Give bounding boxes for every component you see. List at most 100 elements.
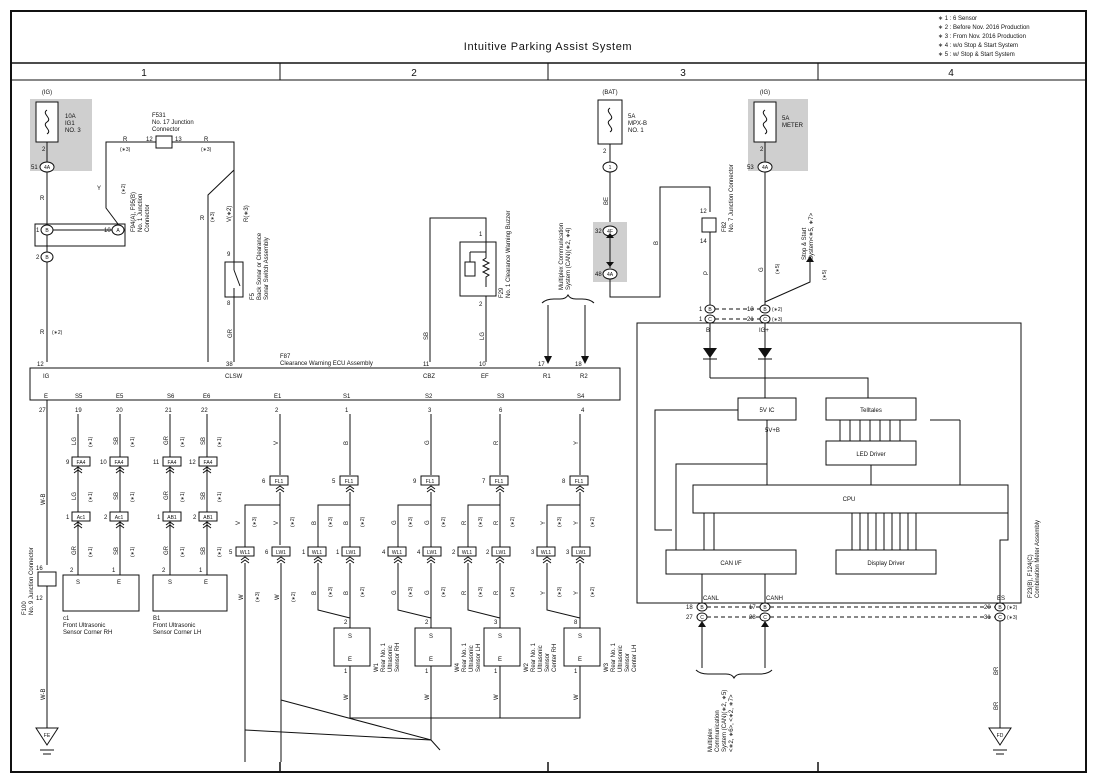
svg-text:12: 12 [146,137,153,143]
svg-text:E: E [578,657,582,663]
svg-text:2: 2 [425,620,429,626]
svg-text:(∗2): (∗2) [590,516,596,527]
svg-text:32: 32 [595,229,602,235]
svg-text:Center RH: Center RH [552,644,558,672]
svg-text:(∗3): (∗3) [557,516,563,527]
svg-text:3: 3 [428,408,432,414]
svg-text:53: 53 [747,165,754,171]
svg-text:BE: BE [604,197,610,205]
sensor-w1: S E 2 1 W1 Rear No. 1 Ultrasonic Sensor … [333,620,401,675]
svg-text:10: 10 [479,362,486,368]
svg-text:AB1: AB1 [203,515,213,521]
svg-text:E: E [44,394,48,400]
svg-text:R: R [123,137,128,143]
svg-text:4: 4 [382,550,386,556]
svg-text:V(∗2): V(∗2) [227,206,233,222]
svg-text:Display Driver: Display Driver [867,561,904,567]
svg-text:(∗2): (∗2) [291,591,297,602]
svg-text:(∗3): (∗3) [120,147,131,153]
svg-text:WL1: WL1 [541,550,552,556]
svg-text:F29: F29 [499,287,505,298]
svg-text:1: 1 [336,550,340,556]
svg-text:G: G [425,520,431,525]
svg-text:(∗1): (∗1) [180,546,186,557]
svg-text:GR: GR [164,490,170,500]
sensor-w4: S E 2 1 W4 Rear No. 1 Ultrasonic Sensor … [414,620,482,675]
svg-text:FA4: FA4 [77,460,86,466]
svg-text:3: 3 [566,550,570,556]
svg-text:W3: W3 [604,662,610,672]
svg-text:12: 12 [700,209,707,215]
svg-text:51: 51 [31,165,38,171]
svg-text:S: S [348,634,352,640]
svg-text:B: B [344,591,350,595]
svg-text:4: 4 [417,550,421,556]
svg-text:F87: F87 [280,354,291,360]
note-5: ∗ 5 : w/ Stop & Start System [938,52,1015,58]
svg-text:(∗3): (∗3) [408,586,414,597]
svg-text:Center LH: Center LH [632,645,638,672]
svg-text:LW1: LW1 [576,550,586,556]
svg-text:5: 5 [229,550,233,556]
svg-text:(IG): (IG) [42,90,52,96]
sensor-b1: S E B1 Front Ultrasonic Sensor Corner LH [152,574,228,636]
front-corner-lh-wiring: GR (∗1) SB (∗1) FA4 11 FA4 12 GR (∗1) SB… [153,414,223,575]
svg-text:B: B [708,307,712,313]
svg-text:Ac1: Ac1 [77,515,86,521]
svg-text:Sonar Switch Assembly: Sonar Switch Assembly [264,237,270,300]
svg-text:R: R [494,590,500,595]
svg-text:18: 18 [686,605,693,611]
svg-text:Y: Y [574,521,580,525]
svg-text:V: V [236,521,242,525]
svg-text:ES: ES [997,596,1005,602]
svg-text:(∗3): (∗3) [255,591,261,602]
svg-text:Y: Y [574,441,580,445]
svg-text:Rear No. 1: Rear No. 1 [462,642,468,672]
svg-text:NO. 3: NO. 3 [65,128,81,134]
svg-text:(∗3): (∗3) [328,586,334,597]
ground-fd: FD [988,727,1012,755]
svg-text:4F: 4F [607,229,613,235]
svg-text:B: B [312,521,318,525]
svg-text:F531: F531 [152,113,166,119]
svg-text:GR: GR [228,328,234,338]
svg-text:<∗2, ∗6>, <∗2, ∗7>: <∗2, ∗6>, <∗2, ∗7> [729,694,735,752]
svg-text:IG+: IG+ [759,328,769,334]
svg-text:No. 1 Clearance Warning Buzzer: No. 1 Clearance Warning Buzzer [506,211,512,298]
svg-text:5A: 5A [628,114,635,120]
svg-text:IG: IG [43,374,50,380]
svg-text:LG: LG [72,437,78,445]
svg-text:Y: Y [574,591,580,595]
svg-text:LW1: LW1 [346,550,356,556]
svg-text:R: R [494,440,500,445]
svg-text:8: 8 [574,620,578,626]
svg-text:3: 3 [494,620,498,626]
svg-text:2: 2 [104,515,108,521]
svg-text:(BAT): (BAT) [602,90,617,96]
svg-text:C: C [700,615,704,621]
svg-text:G: G [425,440,431,445]
svg-text:(∗1): (∗1) [180,491,186,502]
svg-text:B: B [45,228,49,234]
svg-text:F5: F5 [250,292,256,300]
svg-text:2: 2 [36,255,40,261]
svg-text:EF: EF [481,374,489,380]
stop-start-system-ref: Stop & Start System<∗5, ∗7> (∗5) [764,212,828,303]
svg-text:SB: SB [424,332,430,340]
svg-text:E: E [204,580,208,586]
svg-text:(∗1): (∗1) [180,436,186,447]
svg-text:Multiplex: Multiplex [708,728,714,752]
svg-text:1: 1 [345,408,349,414]
svg-text:(∗1): (∗1) [88,546,94,557]
svg-text:22: 22 [201,408,208,414]
svg-text:WL1: WL1 [462,550,473,556]
svg-text:(∗1): (∗1) [217,436,223,447]
svg-text:BR: BR [994,666,1000,675]
svg-text:27: 27 [686,615,693,621]
svg-text:2: 2 [479,302,483,308]
svg-text:Ultrasonic: Ultrasonic [538,645,544,672]
svg-text:48: 48 [595,272,602,278]
svg-text:5V+B: 5V+B [765,428,780,434]
svg-text:(∗2): (∗2) [441,586,447,597]
svg-text:SB: SB [114,437,120,445]
